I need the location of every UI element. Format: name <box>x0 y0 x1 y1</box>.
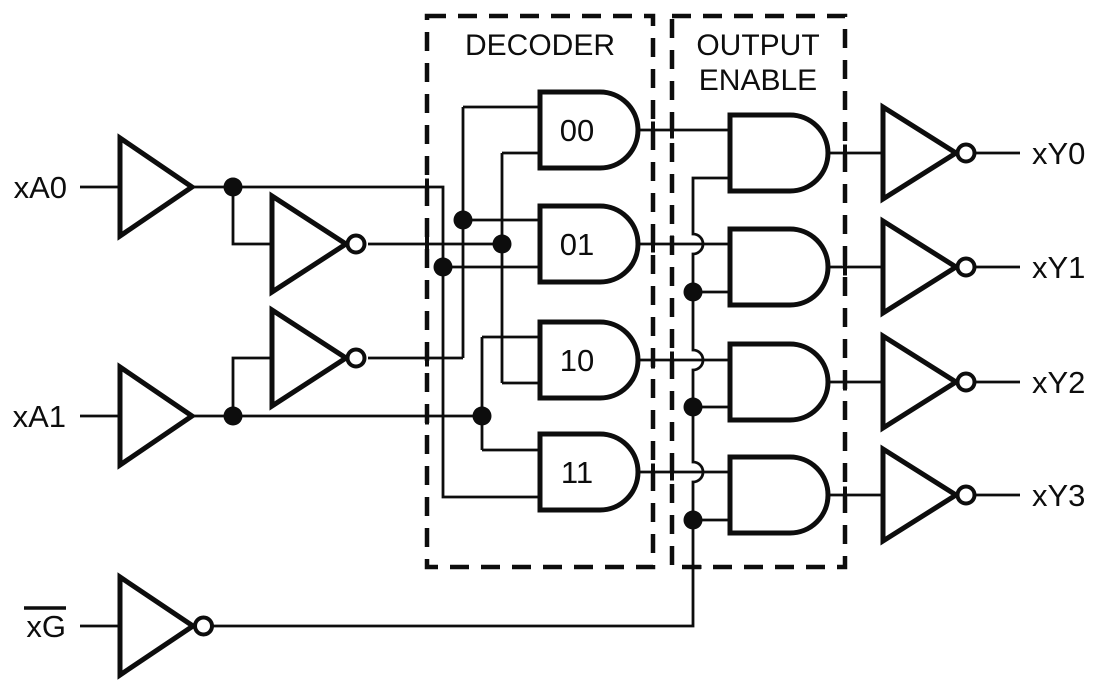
inverter-xy3-icon <box>880 444 961 546</box>
junction-dot <box>453 210 473 230</box>
decoder-box <box>424 13 656 570</box>
decoder-title: DECODER <box>465 29 615 62</box>
output-label-xy1: xY1 <box>1032 250 1085 285</box>
input-label-xa0: xA0 <box>14 170 67 205</box>
inverter-xy0-icon <box>880 102 961 204</box>
inverter-xy2-bubble-icon <box>955 371 977 393</box>
buffer-xa0-icon <box>117 133 197 241</box>
and-gate-11-icon <box>537 431 641 513</box>
inverter-xy1-icon <box>880 216 961 318</box>
output-label-xy0: xY0 <box>1032 136 1085 171</box>
and-gate-00-icon <box>537 89 641 171</box>
decoder-gates <box>537 89 641 513</box>
output-label-xy2: xY2 <box>1032 365 1085 400</box>
and-gate-10-icon <box>537 319 641 401</box>
junction-dot <box>683 282 703 302</box>
output-enable-gates <box>727 112 831 536</box>
junction-dot <box>683 397 703 417</box>
junction-dot <box>433 257 453 277</box>
gate-label-11: 11 <box>561 455 593 490</box>
and-gate-oe1-icon <box>727 226 831 308</box>
input-buffers <box>117 133 214 680</box>
wire-xa0-net <box>192 185 540 499</box>
wire-xa0-to-inverter <box>231 187 272 246</box>
inverter-xg-bubble-icon <box>193 615 214 637</box>
inverter-xy1-bubble-icon <box>955 256 977 278</box>
wire-xa1-net <box>192 335 540 452</box>
junction-dots <box>223 177 703 530</box>
output-enable-title-line1: OUTPUT <box>696 29 819 62</box>
inverter-xa0-icon <box>269 191 351 297</box>
junction-dot <box>223 177 243 197</box>
gate-label-01: 01 <box>560 227 594 262</box>
wire-xa0-complement-net <box>368 151 540 385</box>
labels: DECODER OUTPUT ENABLE xA0 xA1 xG 00 01 1… <box>13 29 1086 644</box>
wire-xa1-to-inverter <box>231 356 272 416</box>
inverter-xy2-icon <box>880 331 961 433</box>
and-gate-oe3-icon <box>727 454 831 536</box>
output-enable-box <box>669 13 848 570</box>
inverter-xa0-bubble-icon <box>345 233 367 255</box>
input-label-xg: xG <box>26 609 66 644</box>
output-inverters <box>880 102 977 546</box>
junction-dot <box>492 234 512 254</box>
border-ticks <box>425 121 847 569</box>
inverter-xy3-bubble-icon <box>955 484 977 506</box>
inverter-xa1-icon <box>269 305 351 411</box>
junction-dot <box>223 406 243 426</box>
and-gate-oe2-icon <box>727 341 831 423</box>
complement-inverters <box>269 191 367 411</box>
gate-label-00: 00 <box>560 113 594 148</box>
output-label-xy3: xY3 <box>1032 478 1085 513</box>
inverter-xa1-bubble-icon <box>345 347 367 369</box>
section-boxes <box>424 13 848 570</box>
inverter-xg-icon <box>117 572 198 680</box>
and-gate-01-icon <box>537 203 641 285</box>
inverter-xy0-bubble-icon <box>955 142 977 164</box>
wire-xa1-complement-net <box>368 105 540 360</box>
input-label-xa1: xA1 <box>13 399 66 434</box>
output-enable-title-line2: ENABLE <box>699 64 817 97</box>
wires <box>80 105 1020 628</box>
buffer-xa1-icon <box>117 362 197 470</box>
junction-dot <box>683 510 703 530</box>
and-gate-oe0-icon <box>727 112 831 194</box>
junction-dot <box>472 406 492 426</box>
gate-label-10: 10 <box>560 343 594 378</box>
